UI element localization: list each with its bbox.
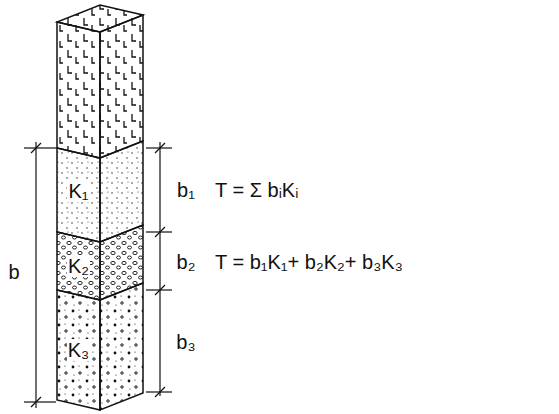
dimension-label: b₂ [176,251,197,273]
dimension-lines [24,142,172,408]
layer-label: K₁ [67,180,89,202]
dimension-label: b [7,261,20,283]
layer-label: K₃ [67,339,90,361]
layer-label: K₂ [67,255,90,277]
soil-layer: K₃ [58,305,99,395]
formula: T = b₁K₁+ b₂K₂+ b₃K₃ [214,251,404,273]
soil-layer: K₂ [58,240,99,292]
formula: T = Σ bᵢKᵢ [214,179,299,201]
dimension-label: b₃ [175,331,196,353]
soil-layer: K₁ [58,160,99,222]
dimension-label: b₁ [176,179,196,201]
